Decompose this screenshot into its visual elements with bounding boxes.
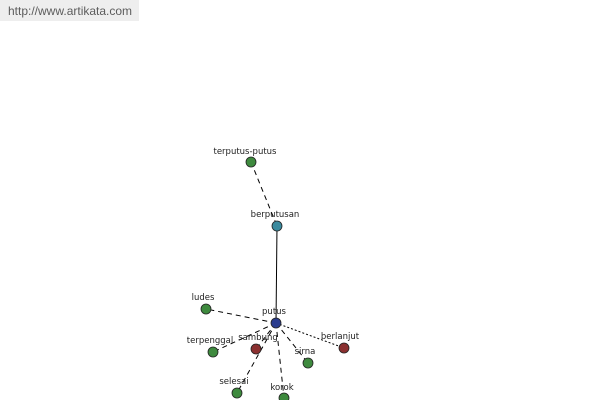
node-label-terputus-putus[interactable]: terputus-putus xyxy=(214,147,278,157)
node-label-sambung[interactable]: sambung xyxy=(238,333,277,343)
nodes-layer: terputus-putus berputusan putus ludes sambun… xyxy=(187,147,360,400)
edges-layer xyxy=(205,161,345,399)
node-circle-berlanjut[interactable] xyxy=(338,342,350,354)
node-circle-sambung[interactable] xyxy=(250,343,262,355)
node-circle-sirna[interactable] xyxy=(302,357,314,369)
node-circle-terpenggal[interactable] xyxy=(207,346,219,358)
node-label-selesai[interactable]: selesai xyxy=(219,377,248,387)
node-circle-putus[interactable] xyxy=(270,317,282,329)
edge-putus-sambung xyxy=(255,322,277,350)
node-label-putus[interactable]: putus xyxy=(262,307,287,317)
node-ludes[interactable]: ludes xyxy=(192,293,215,315)
node-circle-terputus-putus[interactable] xyxy=(245,156,257,168)
node-label-berputusan[interactable]: berputusan xyxy=(251,210,300,220)
node-selesai[interactable]: selesai xyxy=(219,377,249,399)
node-label-sirna[interactable]: sirna xyxy=(295,347,316,357)
site-url-link[interactable]: http://www.artikata.com xyxy=(0,0,139,21)
node-terpenggal[interactable]: terpenggal xyxy=(187,336,233,358)
node-circle-berputusan[interactable] xyxy=(271,220,283,232)
node-putus[interactable]: putus xyxy=(262,307,287,329)
edge-berputusan-putus xyxy=(275,225,278,324)
node-circle-korok[interactable] xyxy=(278,392,290,400)
node-sirna[interactable]: sirna xyxy=(295,347,316,369)
node-label-berlanjut[interactable]: berlanjut xyxy=(321,332,360,342)
edge-putus-ludes xyxy=(205,308,277,324)
node-circle-selesai[interactable] xyxy=(231,387,243,399)
node-circle-ludes[interactable] xyxy=(200,303,212,315)
edge-putus-terpenggal xyxy=(212,322,277,353)
node-label-korok[interactable]: korok xyxy=(270,383,293,393)
node-label-ludes[interactable]: ludes xyxy=(192,293,215,303)
edge-putus-selesai xyxy=(236,322,277,394)
edge-putus-berlanjut xyxy=(275,322,345,349)
node-label-terpenggal[interactable]: terpenggal xyxy=(187,336,233,346)
node-sambung[interactable]: sambung xyxy=(238,333,278,355)
node-terputus-putus[interactable]: terputus-putus xyxy=(214,147,278,168)
edge-putus-korok xyxy=(275,322,285,399)
edge-terputus-putus-berputusan xyxy=(250,161,278,227)
node-berputusan[interactable]: berputusan xyxy=(251,210,300,232)
node-korok[interactable]: korok xyxy=(270,383,294,400)
node-berlanjut[interactable]: berlanjut xyxy=(321,332,360,354)
